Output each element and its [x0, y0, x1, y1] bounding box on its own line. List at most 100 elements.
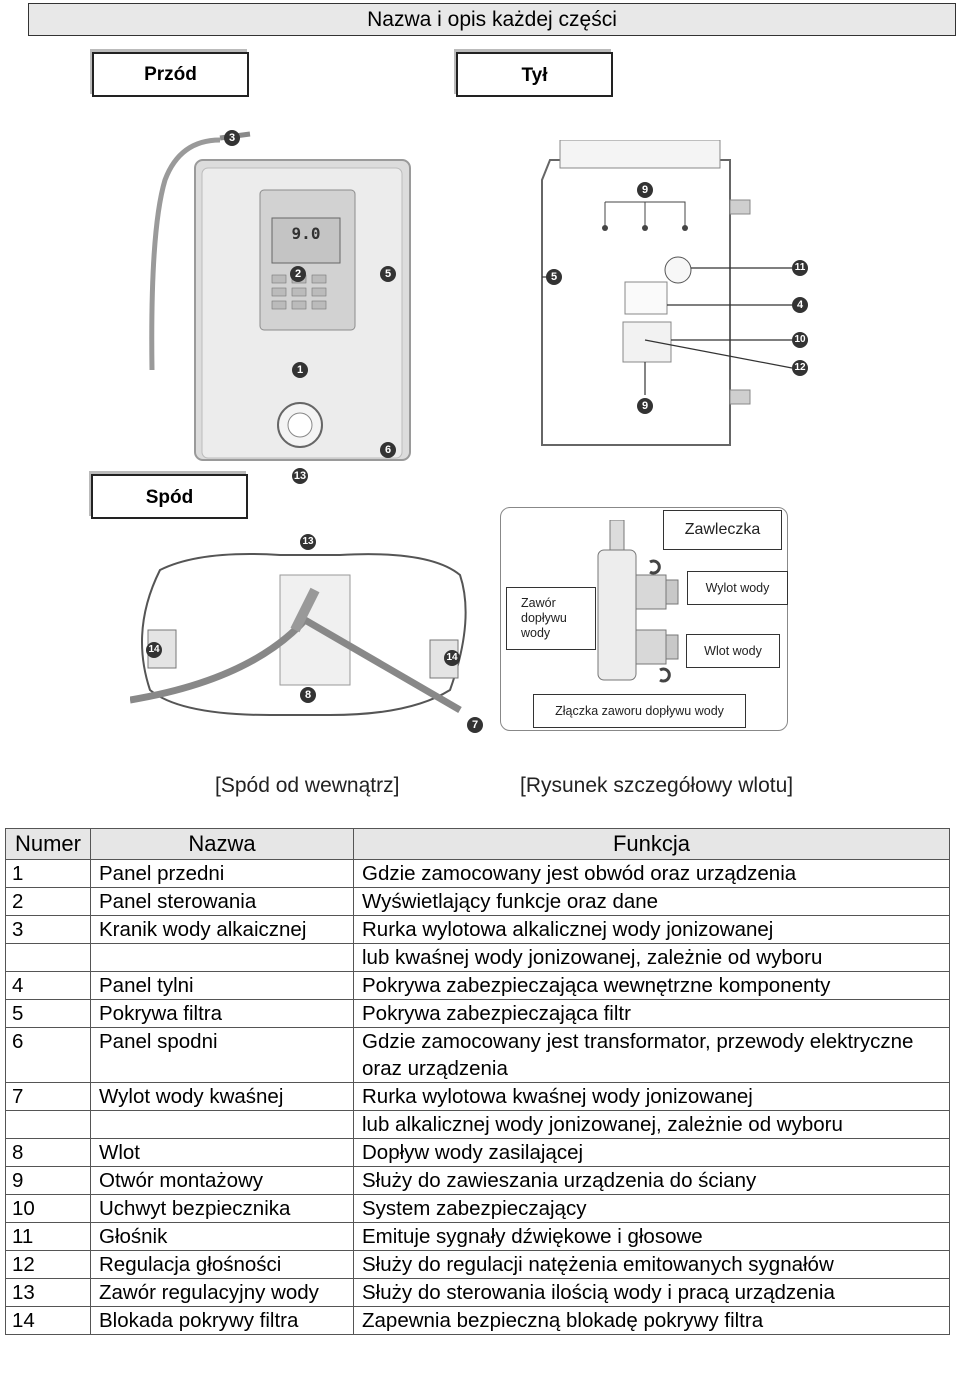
callout-back-12: 12 [794, 362, 806, 373]
callout-front-5: 5 [384, 268, 392, 280]
part-name-cell: Zawór regulacyjny wody [90, 1278, 354, 1307]
callout-front-3: 3 [228, 132, 236, 144]
part-function-cell: Zapewnia bezpieczną blokadę pokrywy filt… [353, 1306, 950, 1335]
table-header-row: Numer Nazwa Funkcja [5, 828, 950, 860]
speaker [664, 256, 692, 284]
part-number-cell: 12 [5, 1250, 91, 1279]
part-name-cell [90, 943, 354, 972]
part-name-cell: Kranik wody alkaicznej [90, 915, 354, 944]
inlet-valve-illustration [597, 520, 679, 683]
part-name-cell: Panel sterowania [90, 887, 354, 916]
part-function-cell: Służy do regulacji natężenia emitowanych… [353, 1250, 950, 1279]
callout-bottom-7: 7 [471, 719, 479, 731]
callout-front-2: 2 [294, 268, 302, 280]
callout-front-13: 13 [293, 470, 307, 482]
part-function-cell: lub kwaśnej wody jonizowanej, zależnie o… [353, 943, 950, 972]
pin-clip [649, 559, 661, 575]
table-row: lub kwaśnej wody jonizowanej, zależnie o… [5, 943, 950, 972]
part-name-cell: Blokada pokrywy filtra [90, 1306, 354, 1335]
part-name-cell: Panel tylni [90, 971, 354, 1000]
callout-back-10: 10 [794, 334, 806, 345]
part-function-cell: Emituje sygnały dźwiękowe i głosowe [353, 1222, 950, 1251]
front-view-illustration [149, 130, 411, 484]
part-number-cell: 4 [5, 971, 91, 1000]
part-function-cell: System zabezpieczający [353, 1194, 950, 1223]
part-number-cell: 7 [5, 1082, 91, 1111]
part-function-cell: Rurka wylotowa alkalicznej wody jonizowa… [353, 915, 950, 944]
connector-label: Złączka zaworu dopływu wody [533, 694, 746, 728]
valve-label: Zawór dopływu wody [506, 587, 596, 650]
part-name-cell: Wlot [90, 1138, 354, 1167]
page-title: Nazwa i opis każdej części [28, 3, 956, 36]
lcd-readout: 9.0 [291, 224, 321, 243]
callout-bottom-14-left: 14 [148, 644, 160, 655]
part-function-cell: Gdzie zamocowany jest obwód oraz urządze… [353, 859, 950, 888]
part-function-cell: Służy do sterowania ilością wody i pracą… [353, 1278, 950, 1307]
part-number-cell [5, 943, 91, 972]
part-name-cell: Wylot wody kwaśnej [90, 1082, 354, 1111]
part-function-cell: Służy do zawieszania urządzenia do ścian… [353, 1166, 950, 1195]
part-name-cell: Otwór montażowy [90, 1166, 354, 1195]
callout-bottom-13: 13 [302, 536, 314, 547]
acid-outlet-pipe [303, 616, 462, 714]
part-function-cell: Dopływ wody zasilającej [353, 1138, 950, 1167]
faucet-hose [149, 137, 221, 371]
callout-back-5: 5 [550, 271, 558, 283]
part-number-cell: 3 [5, 915, 91, 944]
part-number-cell: 10 [5, 1194, 91, 1223]
header-function: Funkcja [353, 828, 950, 860]
back-view-label: Tył [456, 52, 613, 97]
bottom-view-label: Spód [91, 474, 248, 519]
part-function-cell: Gdzie zamocowany jest transformator, prz… [353, 1027, 950, 1083]
callout-back-9-top: 9 [641, 184, 649, 196]
part-function-cell: Pokrywa zabezpieczająca wewnętrzne kompo… [353, 971, 950, 1000]
callout-bottom-8: 8 [304, 689, 312, 701]
callout-back-4: 4 [796, 299, 804, 311]
part-name-cell: Regulacja głośności [90, 1250, 354, 1279]
part-function-cell: Pokrywa zabezpieczająca filtr [353, 999, 950, 1028]
part-number-cell: 1 [5, 859, 91, 888]
fuse-holder [622, 321, 672, 363]
header-number: Numer [5, 828, 91, 860]
caption-inlet-detail: [Rysunek szczegółowy wlotu] [520, 774, 794, 797]
part-name-cell: Panel przedni [90, 859, 354, 888]
callout-back-9-bottom: 9 [641, 400, 649, 412]
outlet-label: Wylot wody [687, 571, 788, 605]
part-name-cell [90, 1110, 354, 1139]
part-number-cell: 2 [5, 887, 91, 916]
part-number-cell [5, 1110, 91, 1139]
part-number-cell: 14 [5, 1306, 91, 1335]
back-view-illustration [541, 140, 808, 446]
caption-bottom-inside: [Spód od wewnątrz] [215, 774, 400, 797]
part-function-cell: Wyświetlający funkcje oraz dane [353, 887, 950, 916]
inlet-label: Wlot wody [686, 634, 780, 668]
lcd-display [271, 217, 341, 264]
part-number-cell: 13 [5, 1278, 91, 1307]
part-function-cell: Rurka wylotowa kwaśnej wody jonizowanej [353, 1082, 950, 1111]
part-number-cell: 5 [5, 999, 91, 1028]
part-number-cell: 6 [5, 1027, 91, 1083]
part-number-cell: 8 [5, 1138, 91, 1167]
inlet-valve [597, 549, 637, 681]
part-number-cell: 9 [5, 1166, 91, 1195]
part-name-cell: Uchwyt bezpiecznika [90, 1194, 354, 1223]
header-name: Nazwa [90, 828, 354, 860]
part-number-cell: 11 [5, 1222, 91, 1251]
front-view-label: Przód [92, 52, 249, 97]
table-row: lub alkalicznej wody jonizowanej, zależn… [5, 1110, 950, 1139]
